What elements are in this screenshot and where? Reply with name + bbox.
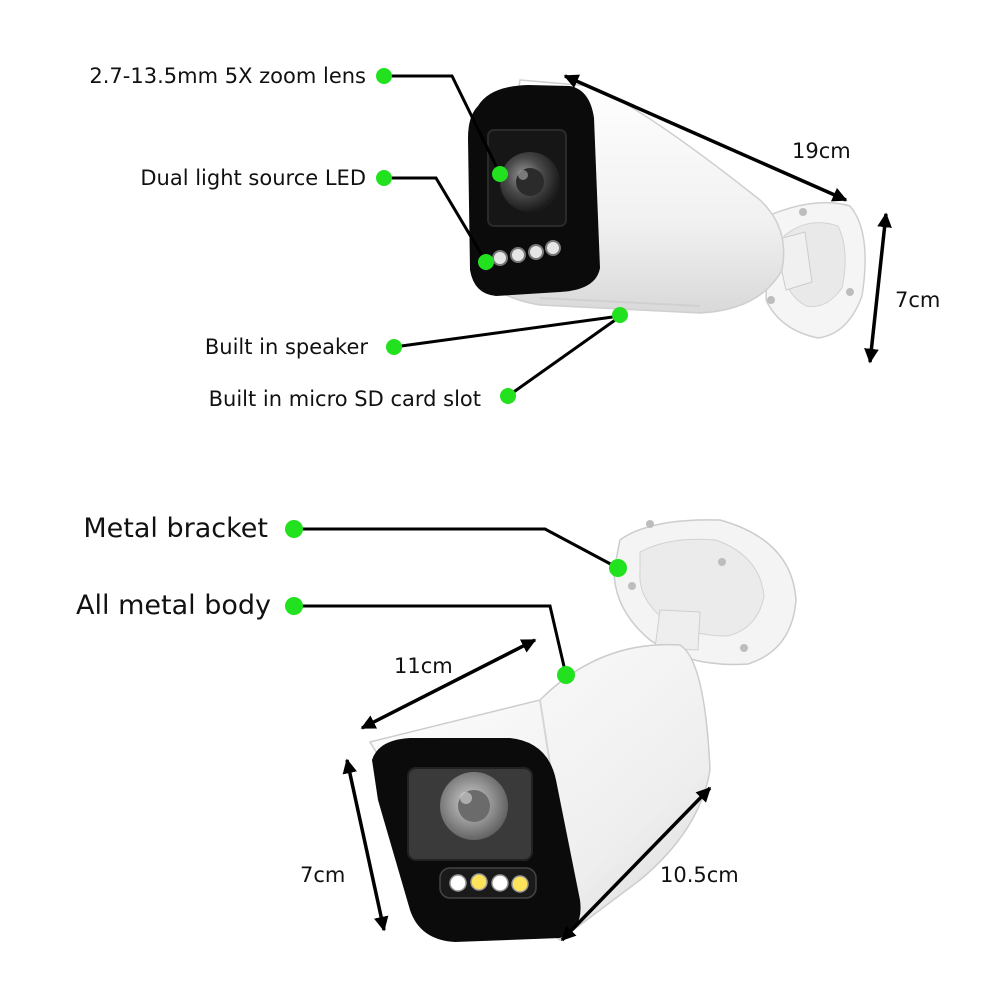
label-bracket: Metal bracket xyxy=(83,513,268,544)
label-body: All metal body xyxy=(76,590,271,621)
camera-top-illustration xyxy=(468,79,866,339)
label-led: Dual light source LED xyxy=(140,166,366,190)
dim-arrow-bottom-length xyxy=(560,786,712,942)
marker-bracket-label xyxy=(285,520,303,538)
wall-mount-bottom xyxy=(613,519,797,666)
dimension-arrows xyxy=(342,74,892,942)
marker-sd-label xyxy=(500,388,516,404)
marker-body-target xyxy=(557,666,575,684)
led-array-top xyxy=(492,240,561,266)
dim-arrow-bottom-height xyxy=(342,758,389,932)
dim-label-bottom-depth: 11cm xyxy=(394,654,453,678)
dim-label-top-length: 19cm xyxy=(792,139,851,163)
leader-lines xyxy=(294,74,621,676)
marker-bracket-target xyxy=(609,559,627,577)
label-zoom-lens: 2.7-13.5mm 5X zoom lens xyxy=(89,64,366,88)
dimension-labels: 19cm 7cm 11cm 7cm 10.5cm xyxy=(300,139,940,887)
wall-mount-top xyxy=(765,201,866,339)
dim-label-bottom-height: 7cm xyxy=(300,863,345,887)
marker-body-label xyxy=(285,597,303,615)
leader-zoom-lens xyxy=(384,74,502,175)
marker-led-target xyxy=(478,254,494,270)
leader-body xyxy=(294,604,568,676)
dim-label-top-height: 7cm xyxy=(895,288,940,312)
leader-led xyxy=(384,176,488,263)
led-array-bottom xyxy=(439,867,537,899)
label-sd-slot: Built in micro SD card slot xyxy=(209,387,481,411)
label-speaker: Built in speaker xyxy=(205,335,369,359)
dim-label-bottom-length: 10.5cm xyxy=(660,863,739,887)
dim-arrow-top-length xyxy=(563,74,848,202)
dim-arrow-top-height xyxy=(864,212,892,364)
feature-labels: 2.7-13.5mm 5X zoom lens Dual light sourc… xyxy=(76,64,481,621)
callout-markers xyxy=(285,68,628,684)
leader-bracket xyxy=(294,527,619,570)
marker-led-label xyxy=(376,170,392,186)
marker-zoom-label xyxy=(376,68,392,84)
marker-zoom-target xyxy=(492,166,508,182)
marker-speaker-label xyxy=(386,339,402,355)
leader-sd-slot xyxy=(507,316,619,398)
dim-arrow-bottom-depth xyxy=(360,638,537,730)
leader-speaker xyxy=(393,314,621,349)
marker-speaker-target xyxy=(612,307,628,323)
